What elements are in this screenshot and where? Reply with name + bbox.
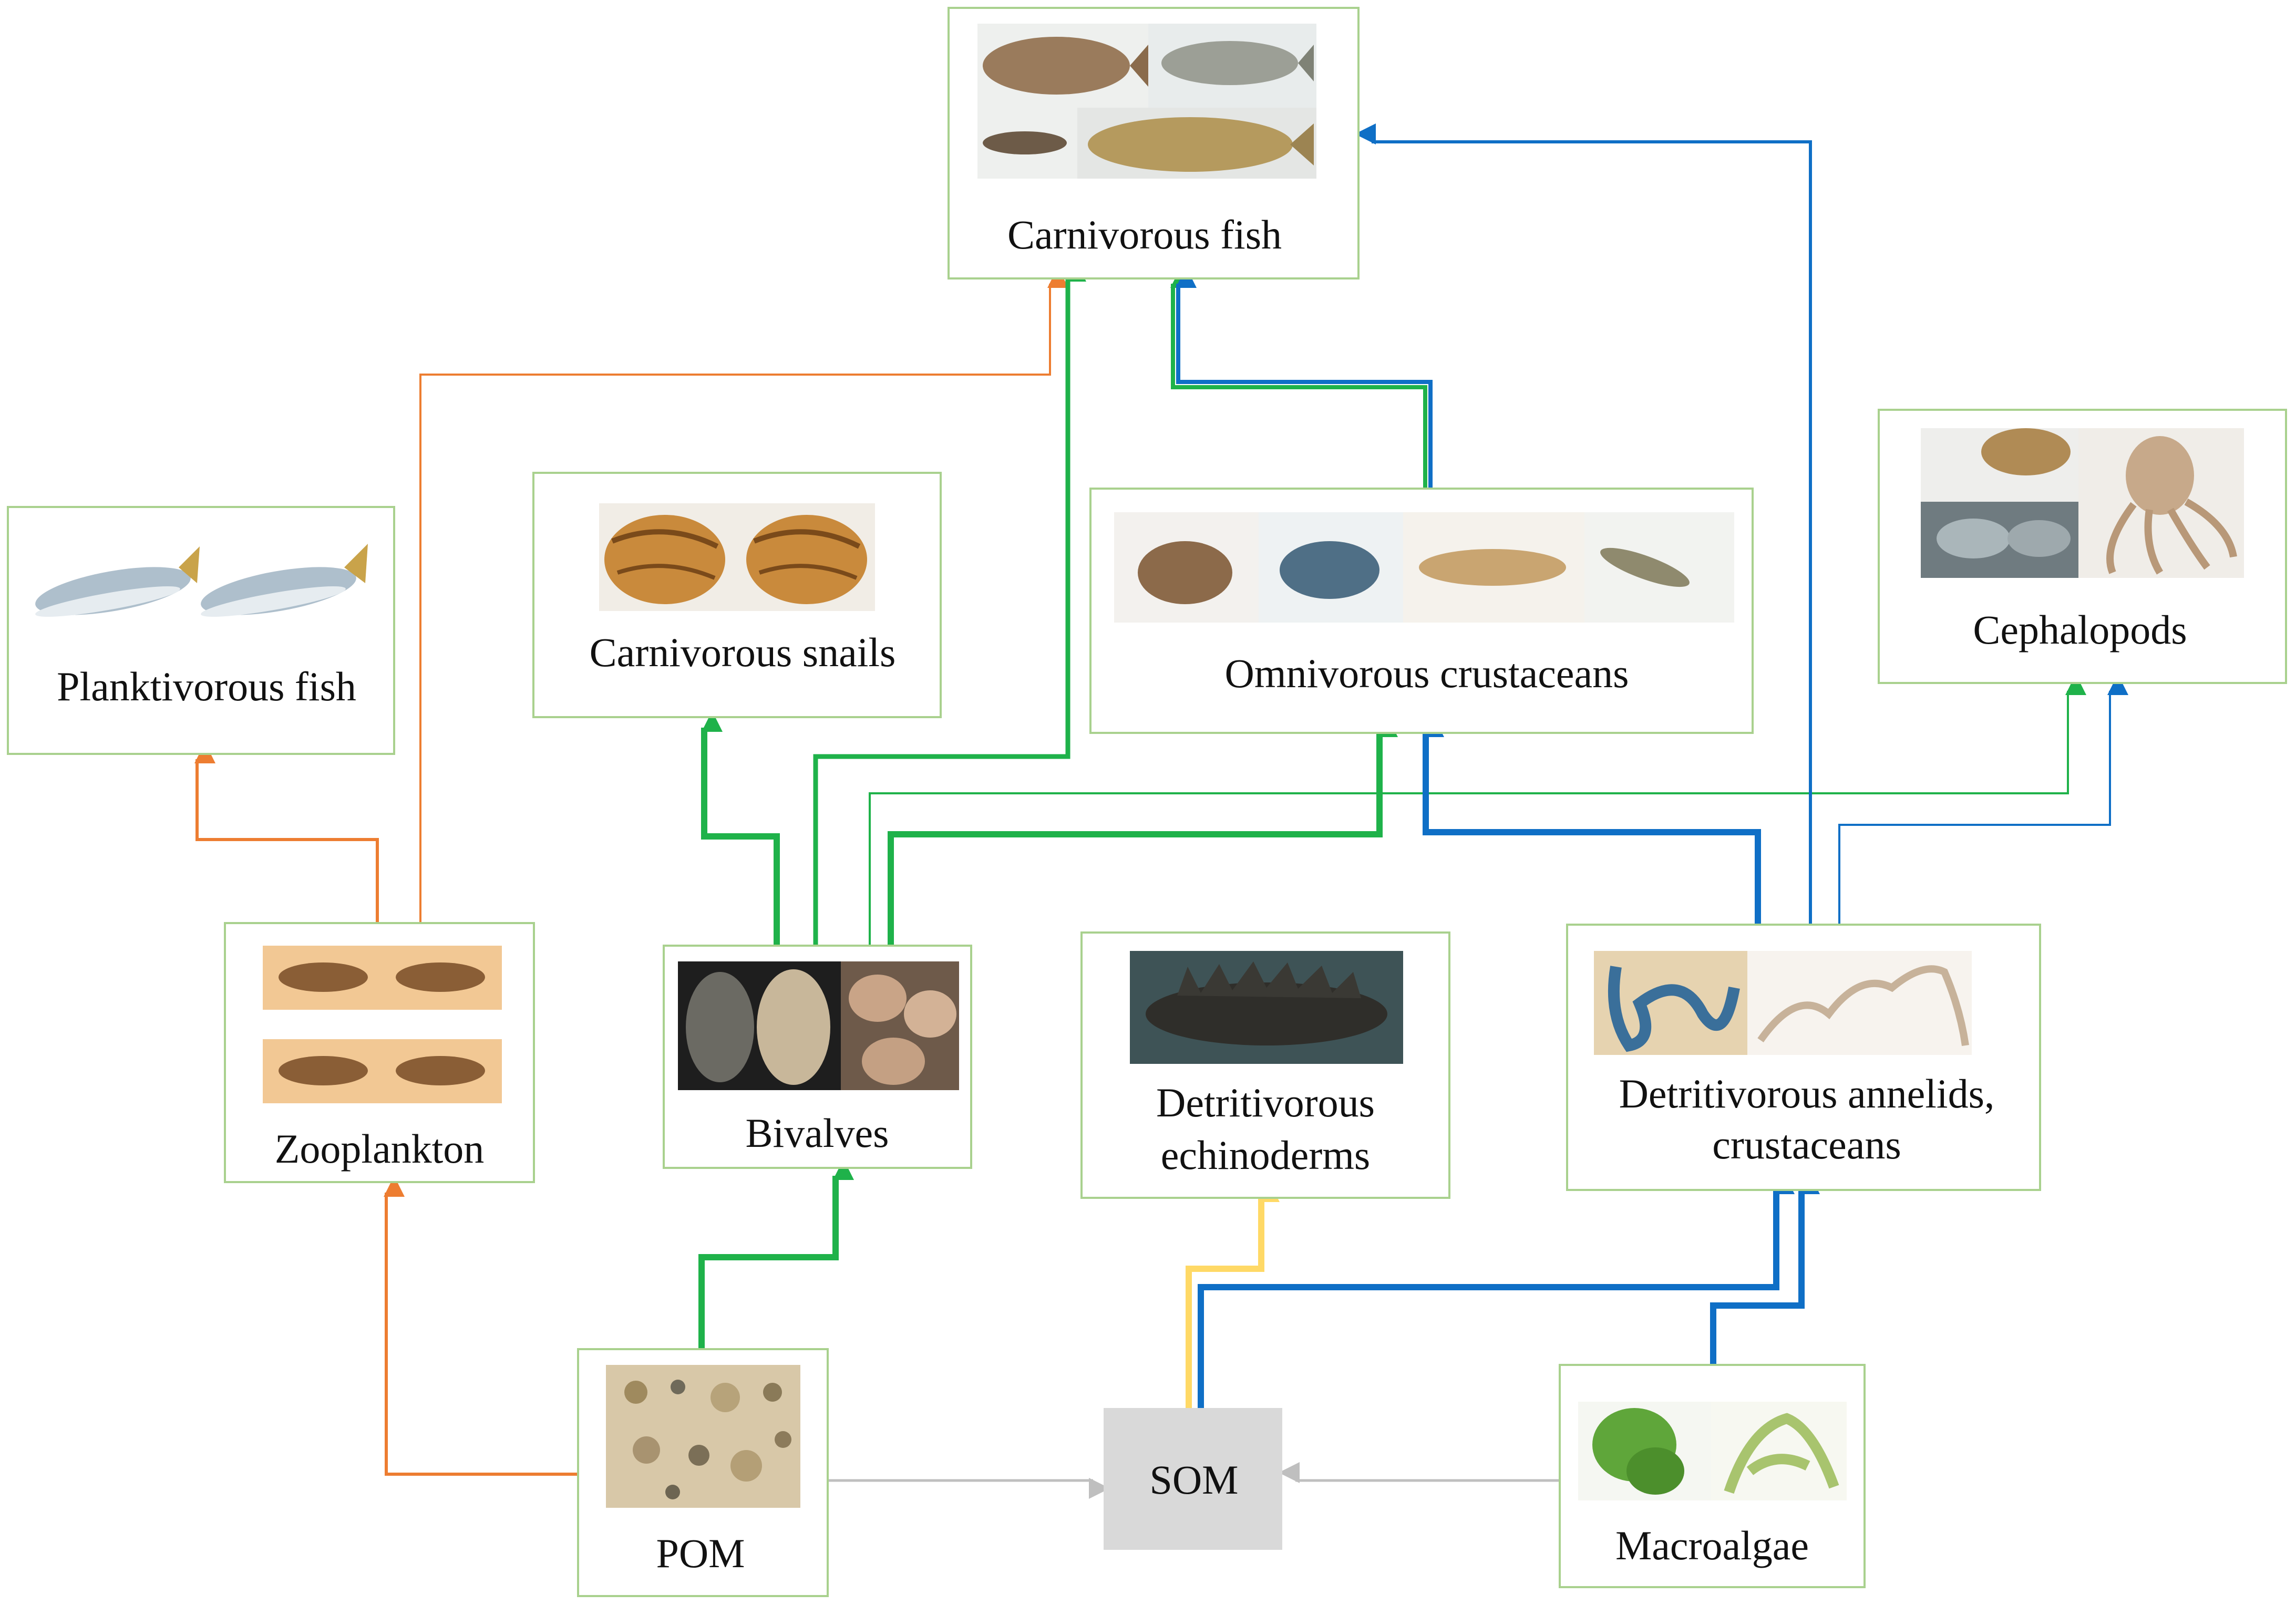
arrow-detritivorous-annelids-to-carnivorous-fish [1355,123,1812,933]
carnivorous-snails-photos [599,503,875,611]
arrow-bivalves-to-carnivorous-snails [701,711,780,946]
arrow-bivalves-to-carnivorous-fish [813,261,1086,946]
cephalopods-label: Cephalopods [1973,607,2187,653]
arrow-zooplankton-to-planktivorous-fish [194,742,379,923]
bivalves-photos [678,961,959,1090]
detritivorous-echinoderms-label-line2: echinoderms [1161,1132,1371,1178]
node-detritivorous-annelids: Detritivorous annelids, crustaceans [1566,924,2041,1191]
arrow-pom-to-bivalves [698,1159,854,1349]
arrow-som-to-detritivorous-annelids [1198,1173,1795,1409]
arrow-pom-to-zooplankton [384,1176,578,1476]
macroalgae-label: Macroalgae [1615,1523,1809,1568]
som-label: SOM [1149,1457,1238,1503]
arrow-zooplankton-to-carnivorous-fish [419,267,1068,923]
node-zooplankton: Zooplankton [224,922,535,1183]
arrow-detritivorous-annelids-to-cephalopods [1838,674,2128,925]
omnivorous-crustaceans-label: Omnivorous crustaceans [1225,650,1629,696]
zooplankton-label: Zooplankton [275,1126,485,1172]
arrow-omnivorous-crustaceans-to-carnivorous-fish-green [1170,267,1427,489]
node-bivalves: Bivalves [663,945,972,1169]
detritivorous-echinoderms-label-line1: Detritivorous [1156,1080,1375,1125]
arrow-omnivorous-crustaceans-to-carnivorous-fish-blue [1176,267,1433,489]
detritivorous-annelids-label-line1: Detritivorous annelids, [1619,1071,1995,1116]
detritivorous-annelids-label-line2: crustaceans [1712,1122,1901,1167]
planktivorous-fish-photos [35,544,368,617]
arrow-bivalves-to-omnivorous-crustaceans [888,716,1398,946]
arrow-detritivorous-annelids-to-omnivorous-crustaceans [1423,716,1761,925]
node-carnivorous-fish: Carnivorous fish [948,7,1360,279]
pom-photo [606,1365,800,1508]
carnivorous-fish-photos [977,24,1316,179]
detritivorous-echinoderms-photo [1130,951,1403,1064]
macroalgae-photos [1578,1402,1847,1500]
planktivorous-fish-label: Planktivorous fish [57,664,356,709]
detritivorous-annelids-photos [1594,951,1972,1055]
pom-label: POM [656,1530,745,1576]
arrow-bivalves-to-cephalopods [869,674,2086,946]
node-macroalgae: Macroalgae [1559,1364,1866,1588]
arrow-som-to-detritivorous-echinoderms [1186,1181,1280,1409]
omnivorous-crustaceans-photos [1114,512,1734,623]
node-som: SOM [1104,1408,1282,1550]
node-pom: POM [577,1348,829,1597]
node-planktivorous-fish: Planktivorous fish [7,506,395,755]
bivalves-label: Bivalves [746,1110,889,1156]
node-cephalopods: Cephalopods [1878,409,2287,684]
zooplankton-photos [263,946,502,1103]
carnivorous-snails-label: Carnivorous snails [590,629,896,675]
node-omnivorous-crustaceans: Omnivorous crustaceans [1089,488,1754,734]
arrow-macroalgae-to-detritivorous-annelids [1710,1173,1820,1365]
node-detritivorous-echinoderms: Detritivorous echinoderms [1080,931,1450,1199]
cephalopods-photos [1921,428,2244,578]
arrows [194,123,2128,1499]
carnivorous-fish-label: Carnivorous fish [1007,212,1282,257]
node-carnivorous-snails: Carnivorous snails [532,472,942,718]
